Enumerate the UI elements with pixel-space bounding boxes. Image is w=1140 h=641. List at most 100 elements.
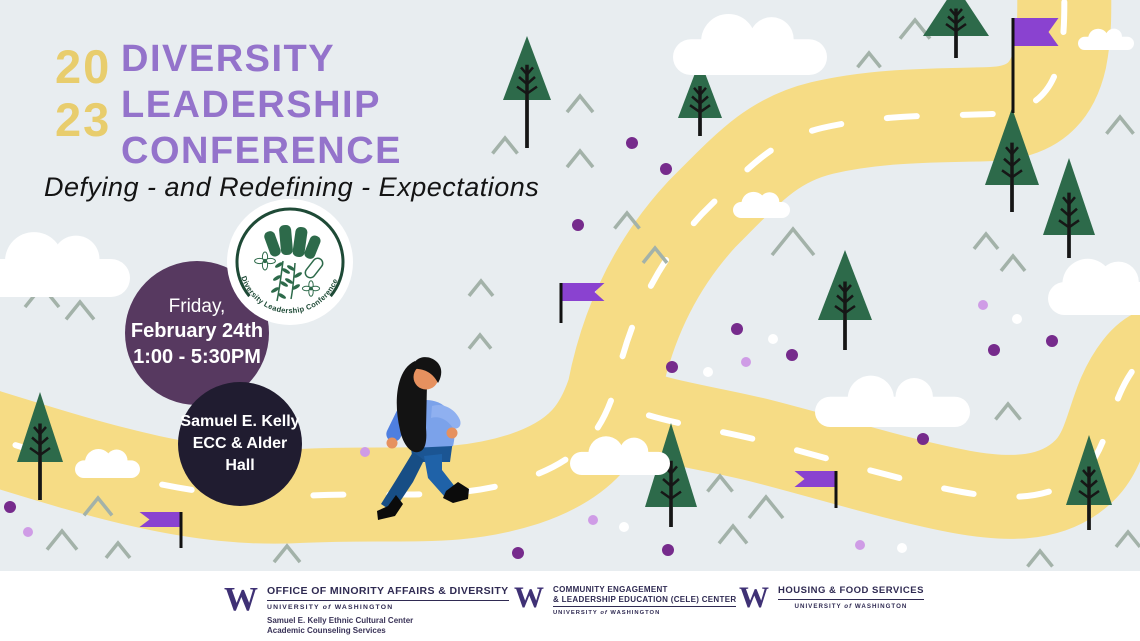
confetti-dot [1046,335,1058,347]
confetti-dot [360,447,370,457]
confetti-dot [897,543,907,553]
event-date: February 24th [130,320,264,342]
walking-person-illustration [377,357,469,520]
confetti-dot [768,334,778,344]
mountain-icon [856,50,882,69]
person-front-boot [443,482,469,503]
flag-icon [794,471,838,508]
year-top: 20 [55,40,112,93]
tree-icon [985,108,1039,212]
lockup1-title: OFFICE OF MINORITY AFFAIRS & DIVERSITY [267,585,509,601]
mountain-icon [999,253,1027,272]
uw-block-w-icon: W [739,581,769,614]
event-day: Friday, [168,296,226,317]
confetti-dot [23,527,33,537]
lockup1-university: UNIVERSITY of WASHINGTON [267,604,394,611]
tree-icon [645,423,697,527]
tree-icon [503,36,551,148]
confetti-dot [978,300,988,310]
road-center-line [0,0,1068,500]
confetti-dot [731,323,743,335]
lockup3-title: HOUSING & FOOD SERVICES [778,585,924,600]
person-back-leg [381,452,424,512]
person-far-hand [386,437,398,449]
logo-housing-food-services: W HOUSING & FOOD SERVICES UNIVERSITY of … [739,581,924,614]
trees-layer [17,0,1112,530]
confetti-dot [1012,314,1022,324]
person-front-leg [424,454,456,496]
venue-circle: Samuel E. Kelly ECC & Alder Hall [178,382,302,506]
logo-cele-center: W COMMUNITY ENGAGEMENT & LEADERSHIP EDUC… [514,581,737,616]
mountain-icon [898,17,932,40]
confetti-dot [786,349,798,361]
lockup2-university: UNIVERSITY of WASHINGTON [553,610,661,616]
mountain-icon [1105,114,1135,135]
uw-block-w-icon: W [224,581,258,618]
clouds-layer [0,13,1140,478]
mountain-icon [1026,548,1054,568]
event-time: 1:00 - 5:30PM [133,346,261,368]
confetti-dot [660,163,672,175]
venue-line-1: Samuel E. Kelly [180,413,300,430]
flag-icon [559,283,605,323]
lockup2-title-line1: COMMUNITY ENGAGEMENT [553,585,668,594]
tree-icon [923,0,989,58]
mountain-icon [491,135,519,155]
title-line-1: DIVERSITY [121,38,336,80]
title-line-2: LEADERSHIP [121,84,381,126]
title-line-3: CONFERENCE [121,130,403,172]
mountain-icon [82,495,114,517]
badge-ring [235,207,345,298]
uw-block-w-icon: W [514,581,544,614]
lockup1-sub2: Academic Counseling Services [267,626,386,635]
cloud-icon [0,232,130,297]
tagline: Defying - and Redefining - Expectations [44,172,540,202]
cloud-icon [733,191,790,218]
confetti-dot [588,515,598,525]
mountain-icon [706,473,734,493]
lockup2-title-line2: & LEADERSHIP EDUCATION (CELE) CENTER [553,594,737,604]
person-hair-top [412,357,442,383]
confetti-dot [741,357,751,367]
confetti-dot [666,361,678,373]
botanical-fist-icon [254,224,324,302]
mountain-icon [994,401,1022,421]
mountain-icon [467,278,495,297]
mountain-icon [747,494,785,520]
sponsor-footer: W OFFICE OF MINORITY AFFAIRS & DIVERSITY… [0,571,1140,641]
cloud-icon [673,13,827,75]
person-near-hand [446,427,458,439]
mountain-icon [45,528,79,551]
flags-layer [139,18,1059,548]
tree-icon [1066,435,1112,530]
mountain-icon [64,299,96,321]
lockup3-university: UNIVERSITY of WASHINGTON [794,603,908,610]
tree-icon [17,392,63,500]
cloud-icon [1048,258,1140,315]
fist-logo: Diversity Leadership Conference [235,207,345,315]
mountain-icon [1114,529,1140,548]
mountain-icon [104,540,132,559]
cloud-icon [1078,28,1134,50]
conference-logo-badge: Diversity Leadership Conference [227,199,353,325]
confetti-dot [662,544,674,556]
roads-layer [0,0,1140,544]
person-near-arm [431,404,461,429]
confetti-dot [572,219,584,231]
tree-icon [678,60,722,136]
cloud-icon [75,448,140,478]
confetti-dot [4,501,16,513]
tree-icon [818,250,872,350]
mountain-icon [641,245,669,264]
confetti-dot [626,137,638,149]
mountain-icon [717,523,749,545]
confetti-dot [855,540,865,550]
flag-icon [139,512,183,548]
confetti-dot [988,344,1000,356]
page-title: DIVERSITY LEADERSHIP CONFERENCE [121,36,402,174]
logo-office-of-minority-affairs: W OFFICE OF MINORITY AFFAIRS & DIVERSITY… [224,581,509,636]
flag-icon [1011,18,1059,113]
mountain-icon [770,226,816,257]
